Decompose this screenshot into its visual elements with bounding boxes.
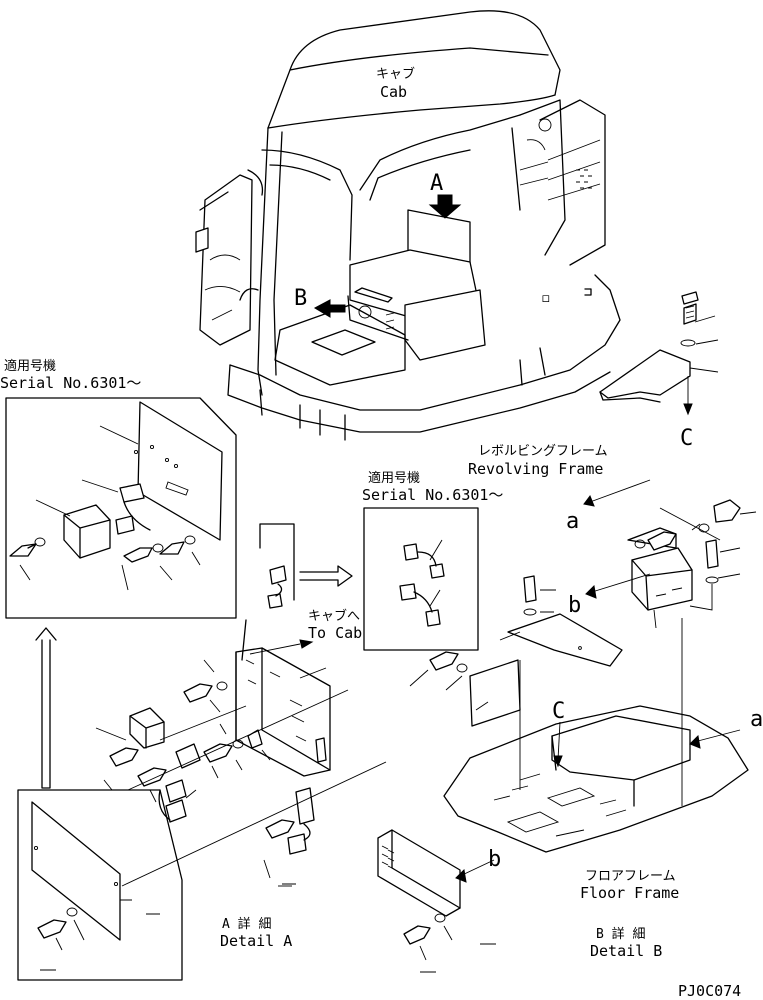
detail-a-assembly: キャブへ To Cab A 詳 細 Detail A [17, 523, 387, 981]
to-cab-label-jp: キャブへ [308, 608, 360, 624]
view-letter-b: B [294, 286, 307, 311]
floor-frame-label-en: Floor Frame [580, 884, 679, 902]
bracket-c-assembly: C [599, 291, 719, 451]
serial-detail-left: 適用号機 Serial No.6301～ [0, 358, 237, 619]
serial-mid-label-en: Serial No.6301～ [362, 486, 503, 504]
cab-label-en: Cab [380, 83, 407, 101]
view-letter-a-upper: a [566, 509, 579, 534]
to-cab-label-en: To Cab [308, 624, 362, 642]
revolving-frame-label-en: Revolving Frame [468, 460, 603, 478]
view-letter-c-right: C [680, 426, 693, 451]
detail-a-label-jp: A 詳 細 [222, 916, 271, 932]
serial-mid-label-jp: 適用号機 [368, 470, 420, 486]
detail-b-label-en: Detail B [590, 942, 662, 960]
floor-frame-label-jp: フロアフレーム [585, 869, 676, 884]
floor-frame-assembly: C a b a b フロアフレーム Floor Frame B 詳 細 Deta… [377, 479, 763, 973]
cab-label-jp: キャブ [376, 66, 415, 82]
revolving-frame-label-jp: レボルビングフレーム [478, 444, 608, 459]
drawing-code: PJ0C074 [678, 982, 741, 1000]
view-letter-b-upper: b [568, 593, 581, 618]
serial-left-label-jp: 適用号機 [4, 358, 56, 374]
serial-left-label-en: Serial No.6301～ [0, 374, 141, 392]
detail-b-label-jp: B 詳 細 [596, 926, 645, 942]
view-letter-a-right: a [750, 707, 763, 732]
svg-text:◻: ◻ [542, 291, 550, 306]
view-letter-c-floor: C [552, 699, 565, 724]
serial-detail-middle: 適用号機 Serial No.6301～ [299, 470, 503, 651]
view-letter-a: A [430, 171, 443, 196]
detail-a-label-en: Detail A [220, 932, 292, 950]
cab-assembly: ◻ A B キャブ Cab レボルビングフレーム Revolving Frame [195, 10, 621, 478]
transfer-arrow-up [35, 627, 57, 789]
view-letter-b-lower: b [488, 847, 501, 872]
